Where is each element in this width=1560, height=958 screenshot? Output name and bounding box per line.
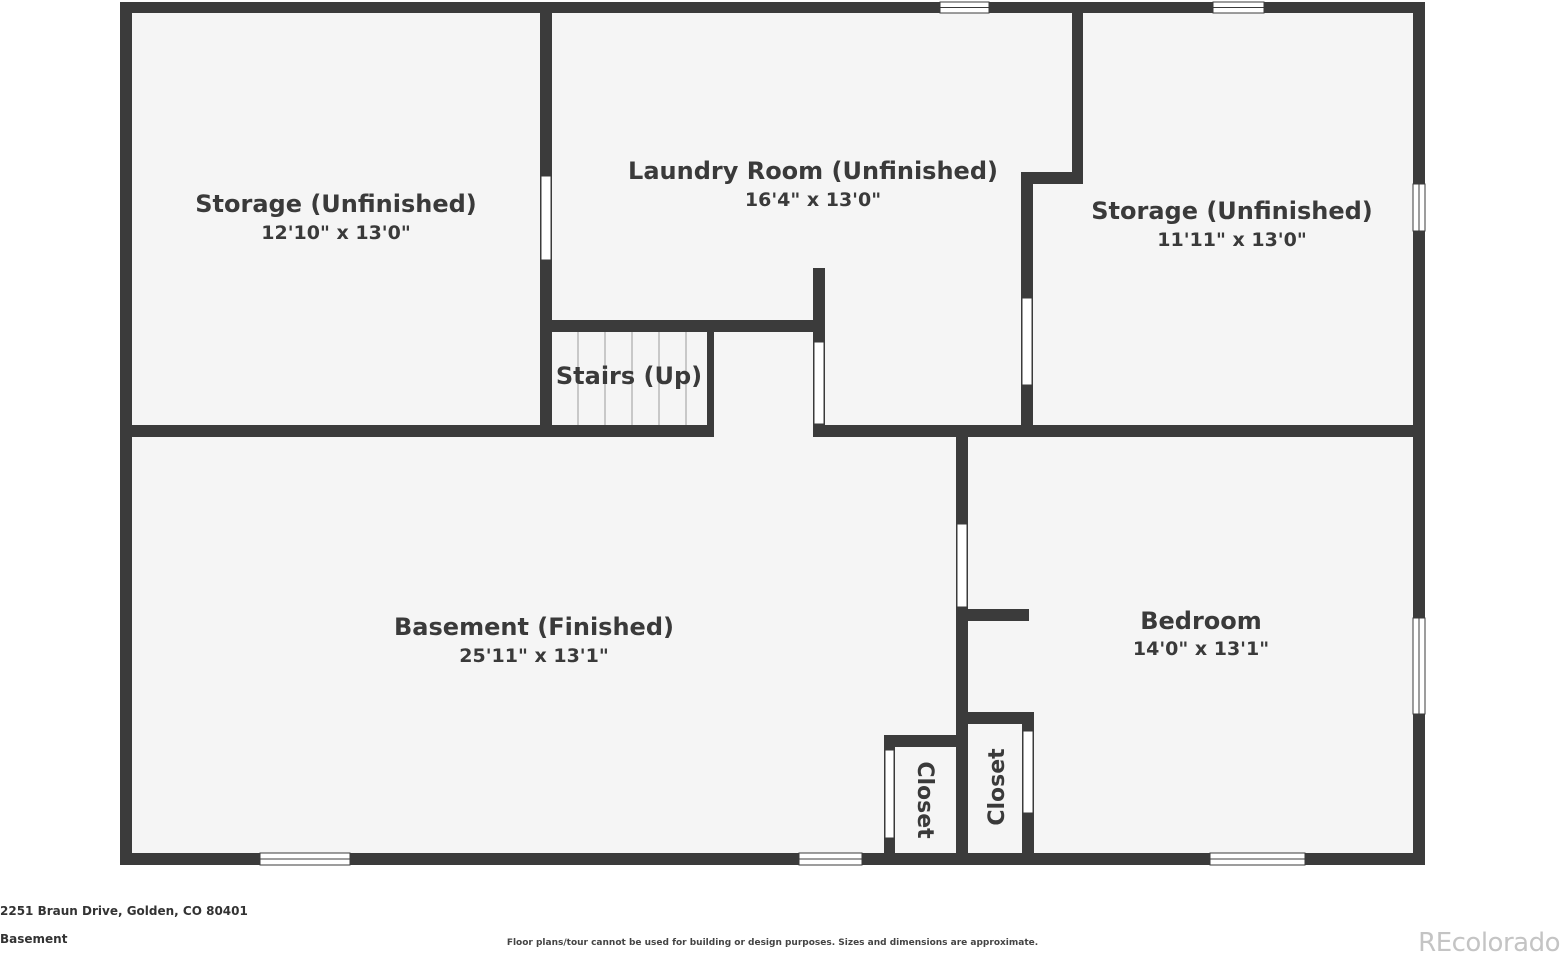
wall-bedroom-stub bbox=[956, 609, 1029, 621]
room-name-basement: Basement (Finished) bbox=[394, 613, 674, 641]
room-name-storage-right: Storage (Unfinished) bbox=[1091, 197, 1373, 225]
wall-stairs-top bbox=[540, 320, 825, 332]
property-address: 2251 Braun Drive, Golden, CO 80401 bbox=[0, 904, 248, 918]
wall-closet-right-top bbox=[956, 712, 1034, 724]
room-name-closet-left: Closet bbox=[912, 761, 937, 839]
room-dims-storage-right: 11'11" x 13'0" bbox=[1157, 229, 1306, 251]
wall-laundry-storage-upper bbox=[1072, 2, 1083, 184]
room-dims-basement: 25'11" x 13'1" bbox=[459, 645, 608, 667]
room-name-laundry: Laundry Room (Unfinished) bbox=[628, 157, 998, 185]
window-right-2 bbox=[1412, 617, 1426, 715]
stair-treads bbox=[577, 332, 687, 425]
wall-basement-bedroom bbox=[956, 425, 968, 865]
wall-stairs-right bbox=[707, 320, 714, 437]
wall-exterior-top bbox=[120, 2, 1425, 13]
room-name-closet-right: Closet bbox=[985, 748, 1010, 826]
window-top-1 bbox=[939, 1, 990, 14]
room-name-storage-left: Storage (Unfinished) bbox=[195, 190, 477, 218]
room-dims-storage-left: 12'10" x 13'0" bbox=[261, 222, 410, 244]
door-closet-left bbox=[884, 749, 895, 839]
door-closet-right bbox=[1022, 730, 1034, 814]
floor-level-label: Basement bbox=[0, 932, 68, 946]
room-dims-bedroom: 14'0" x 13'1" bbox=[1133, 638, 1269, 660]
recolorado-watermark: REcolorado bbox=[1418, 928, 1560, 958]
wall-exterior-bottom bbox=[120, 853, 1425, 865]
room-name-bedroom: Bedroom bbox=[1140, 607, 1262, 635]
walls bbox=[120, 2, 1425, 865]
wall-mid-left bbox=[120, 425, 714, 437]
window-right-1 bbox=[1412, 183, 1426, 232]
wall-mid-right bbox=[813, 425, 1425, 437]
door-storage-laundry bbox=[540, 175, 552, 261]
wall-laundry-jog bbox=[1022, 172, 1083, 184]
window-top-2 bbox=[1212, 1, 1265, 14]
windows bbox=[259, 1, 1426, 866]
window-bottom-2 bbox=[798, 852, 863, 866]
door-basement-bedroom bbox=[956, 523, 968, 608]
wall-closet-left-top bbox=[884, 735, 968, 747]
window-bottom-1 bbox=[259, 852, 351, 866]
door-openings bbox=[540, 175, 1034, 839]
door-laundry-hall bbox=[813, 341, 825, 425]
floor-plan: Storage (Unfinished) 12'10" x 13'0" Laun… bbox=[120, 1, 1426, 866]
door-laundry-storage bbox=[1021, 297, 1033, 386]
room-name-stairs: Stairs (Up) bbox=[556, 362, 702, 390]
disclaimer-text: Floor plans/tour cannot be used for buil… bbox=[506, 938, 1039, 948]
room-dims-laundry: 16'4" x 13'0" bbox=[745, 189, 881, 211]
window-bottom-3 bbox=[1209, 852, 1306, 866]
